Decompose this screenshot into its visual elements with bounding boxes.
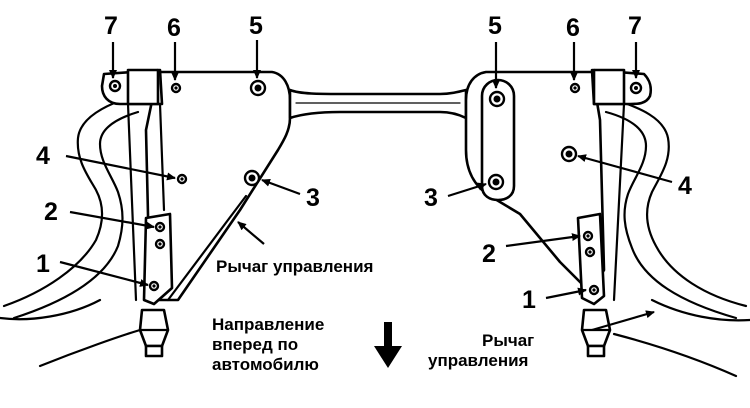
right-lower-edge (650, 298, 750, 322)
right-bolt-3 (487, 173, 505, 191)
callout-right-3: 3 (424, 184, 438, 212)
pointer-left-3 (261, 178, 301, 196)
pointer-left-1 (59, 260, 149, 287)
left-frame-rail-inner (12, 110, 140, 320)
callout-pointers (59, 40, 673, 332)
callout-right-2: 2 (482, 240, 496, 268)
callout-left-1: 1 (36, 250, 50, 278)
left-arm-vertical-2 (158, 102, 166, 212)
right-bolt-5 (488, 90, 506, 108)
left-subframe (0, 68, 292, 368)
right-bushing-body (592, 68, 626, 106)
left-arm-vertical (126, 102, 138, 302)
pointer-right-3 (447, 182, 487, 198)
pointer-right-2 (505, 233, 581, 248)
left-bolt-3 (243, 169, 261, 187)
callout-right-6: 6 (566, 14, 580, 42)
callout-right-7: 7 (628, 12, 642, 40)
right-frame-rail-inner (604, 110, 738, 320)
callout-left-3: 3 (306, 184, 320, 212)
right-bolt-2b (584, 246, 596, 258)
left-bolt-2b (154, 238, 166, 250)
left-bolt-2a (154, 221, 166, 233)
callout-left-6: 6 (167, 14, 181, 42)
label-control-arm-left: Рычаг управления (216, 257, 373, 276)
left-bushing-body (126, 68, 160, 106)
left-ball-joint (138, 308, 170, 348)
label-direction-line2: вперед по (212, 335, 298, 354)
left-control-arm-edge (166, 194, 248, 302)
label-control-arm-right-line2: управления (428, 351, 528, 370)
left-bolt-7 (108, 79, 122, 93)
right-bolt-6 (569, 82, 581, 94)
right-bolt-4 (560, 145, 578, 163)
label-direction-line3: автомобилю (212, 355, 319, 374)
pointer-left-control-arm (237, 221, 265, 245)
callout-left-2: 2 (44, 198, 58, 226)
label-direction-line1: Направление (212, 315, 324, 334)
left-bottom-sweep (38, 328, 142, 368)
left-bolt-4 (176, 173, 188, 185)
callout-right-5: 5 (488, 12, 502, 40)
left-bolt-6 (170, 82, 182, 94)
left-ball-joint-stud (144, 344, 164, 358)
callout-left-4: 4 (36, 142, 50, 170)
right-bottom-sweep (612, 332, 738, 378)
callout-left-5: 5 (249, 12, 263, 40)
right-ball-joint-stud (586, 344, 606, 358)
left-bolt-1 (148, 280, 160, 292)
right-bolt-1 (588, 284, 600, 296)
left-bolt-5 (249, 79, 267, 97)
pointer-right-4 (577, 154, 673, 184)
right-bolt-2a (582, 230, 594, 242)
pointer-right-1 (545, 287, 587, 300)
pointer-left-4 (65, 154, 176, 181)
left-frame-rail-outer (2, 98, 124, 308)
cross-tube (288, 88, 468, 120)
right-arm-vertical (612, 102, 626, 302)
arrow-down-icon (374, 322, 402, 368)
callout-right-4: 4 (678, 172, 692, 200)
right-bolt-7 (629, 81, 643, 95)
pointer-right-control-arm (591, 310, 655, 332)
callout-left-7: 7 (104, 12, 118, 40)
left-lower-edge (0, 298, 102, 321)
label-control-arm-right-line1: Рычаг (482, 331, 534, 350)
right-frame-rail-outer (614, 98, 748, 308)
pointer-left-2 (69, 210, 155, 230)
callout-right-1: 1 (522, 286, 536, 314)
